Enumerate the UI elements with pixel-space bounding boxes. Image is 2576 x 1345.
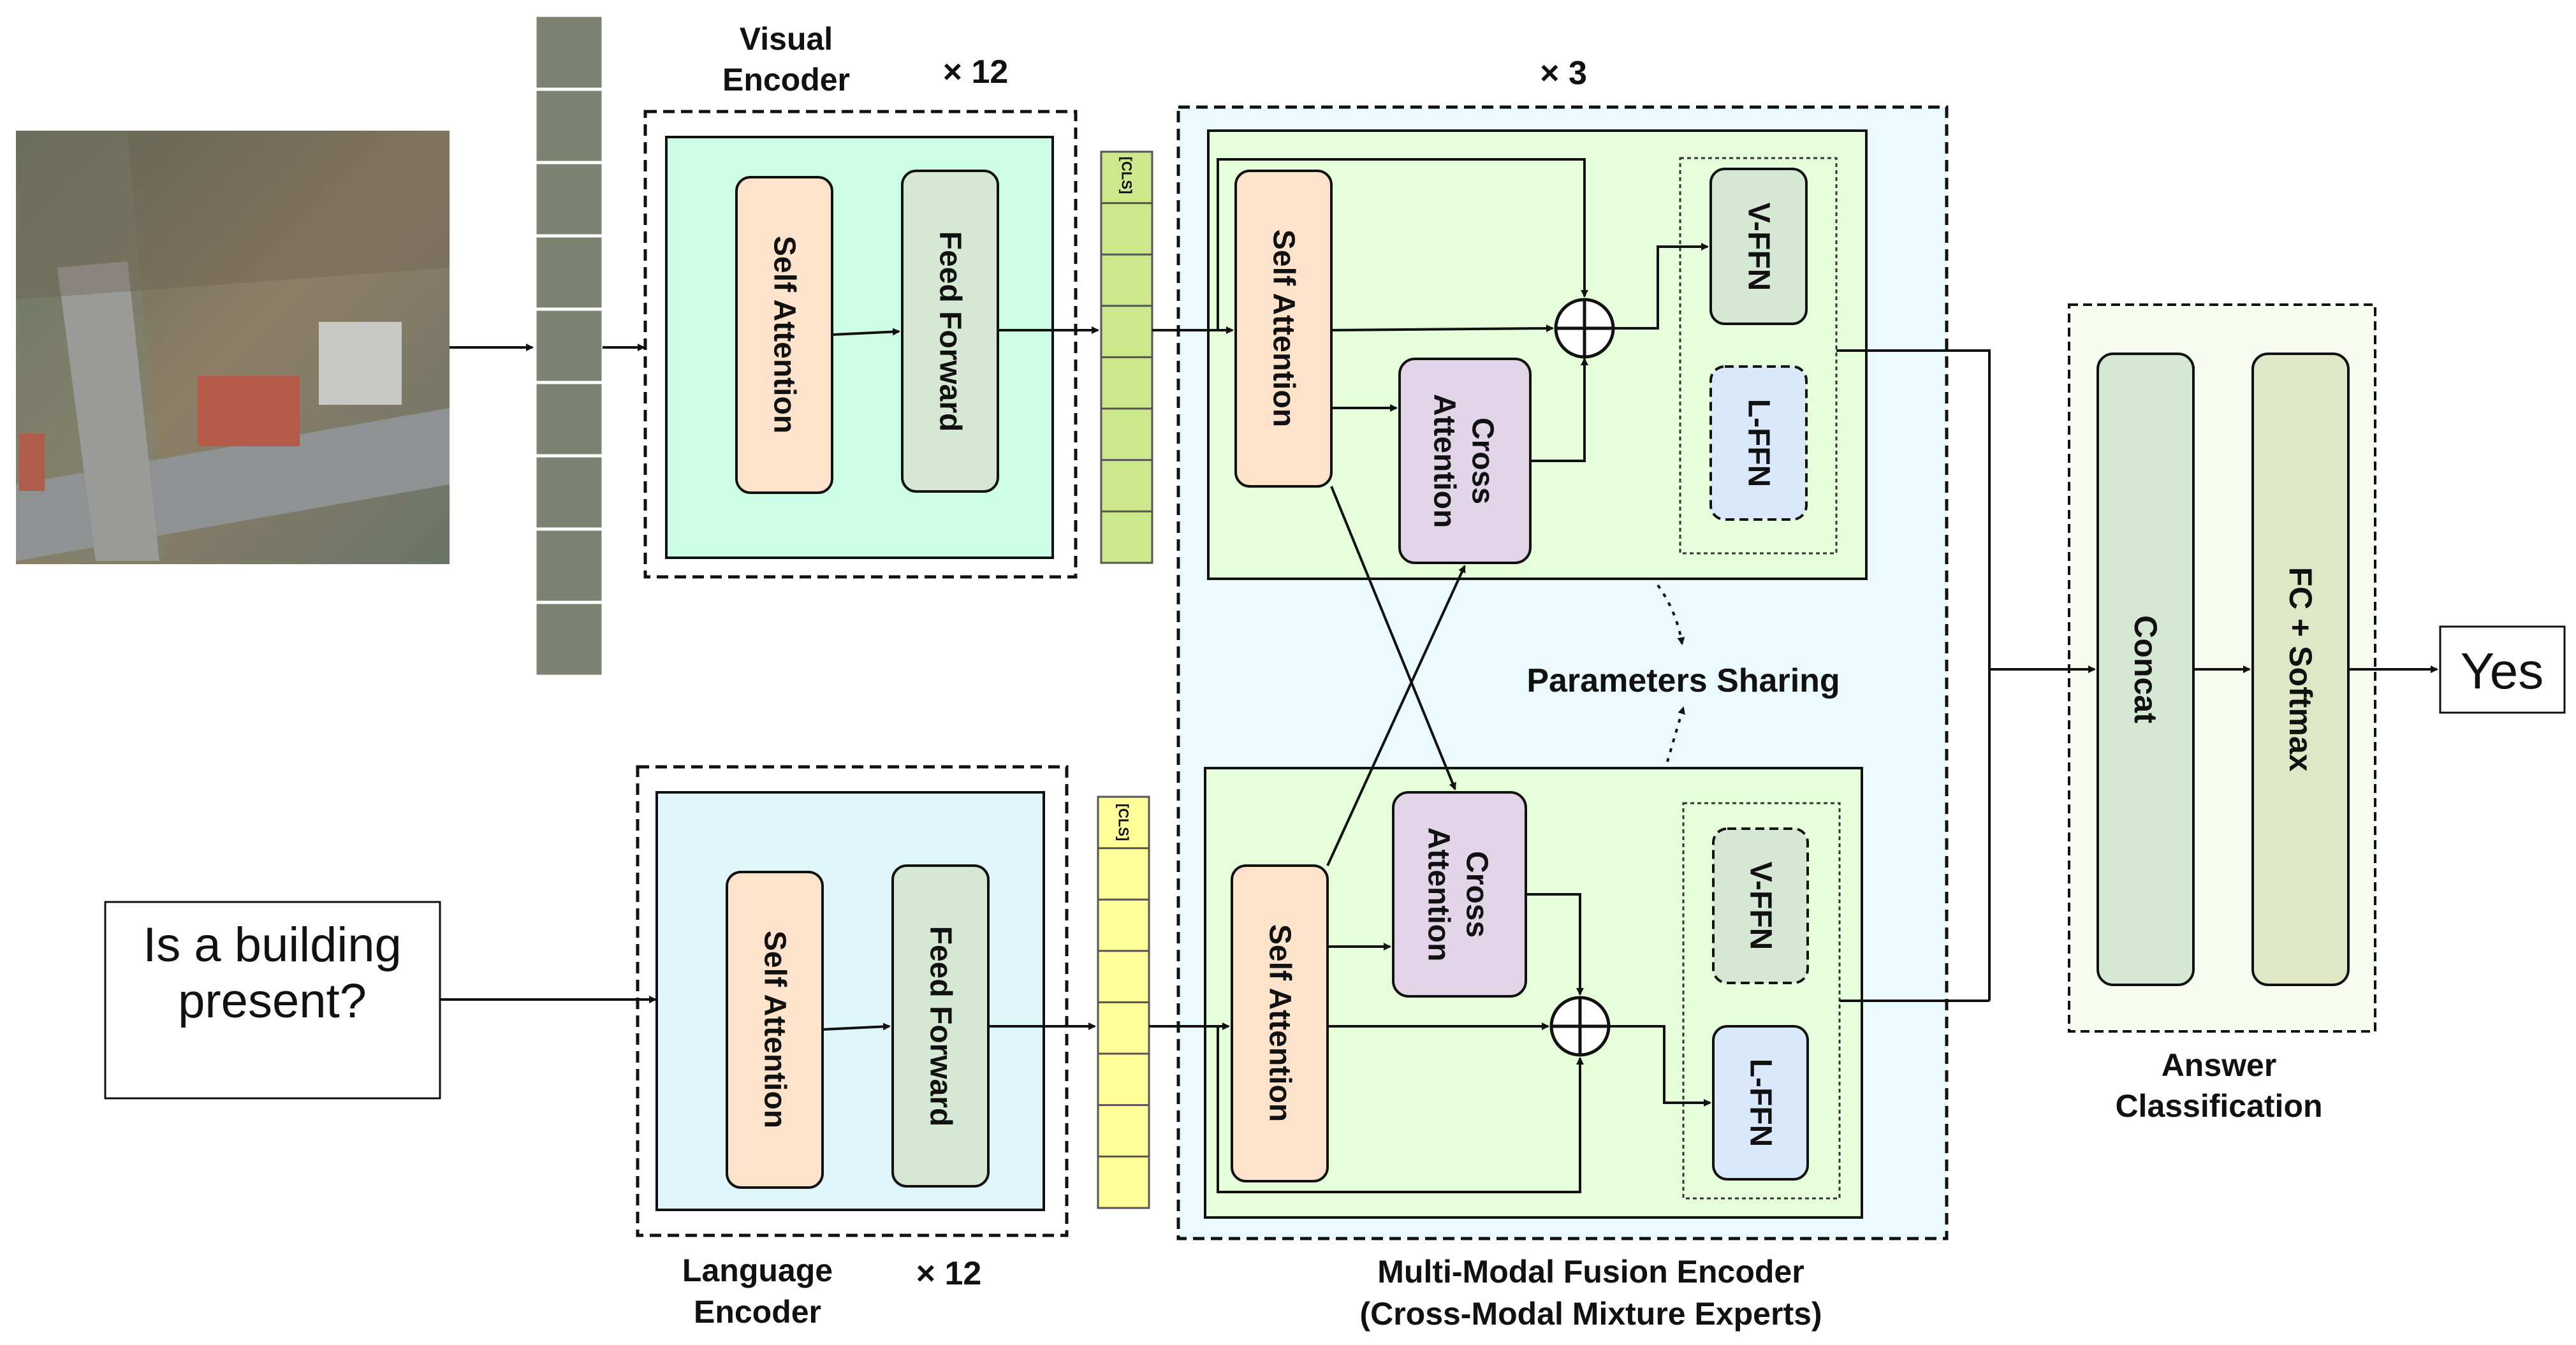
- arrow-top-sa-to-sum: [1331, 324, 1554, 333]
- l-ffn-bottom-block: [1712, 1025, 1809, 1181]
- language-encoder-frame: [636, 765, 1069, 1237]
- visual-self-attention-label: Self Attention: [768, 236, 801, 433]
- fc-softmax-label: FC + Softmax: [2283, 567, 2318, 772]
- cross-attention-bottom-label-2: Attention: [1422, 827, 1456, 962]
- language-token-column: [CLS]: [1097, 796, 1150, 1209]
- language-encoder-title-2: Encoder: [694, 1294, 821, 1330]
- sum-bottom-icon: [1549, 996, 1611, 1057]
- language-encoder-title: Language: [682, 1253, 833, 1288]
- fusion-self-attention-top-label: Self Attention: [1267, 229, 1301, 427]
- visual-encoder-frame: [643, 110, 1078, 579]
- image-patches: [534, 15, 604, 677]
- v-ffn-top-block: [1709, 168, 1808, 325]
- arrow-visual-sa-to-ff: [831, 328, 900, 336]
- fusion-self-attention-bottom-label: Self Attention: [1263, 924, 1297, 1122]
- fusion-title-2: (Cross-Modal Mixture Experts): [1359, 1296, 1822, 1332]
- experts-top-frame: [1679, 157, 1838, 555]
- visual-feed-forward-label: Feed Forward: [933, 231, 967, 432]
- v-ffn-bottom-block: [1712, 827, 1809, 984]
- arrow-top-skip-to-sum: [1217, 158, 1588, 330]
- visual-self-attention-block: [735, 176, 833, 494]
- concat-label: Concat: [2128, 615, 2163, 723]
- l-ffn-top-label: L-FFN: [1742, 399, 1776, 488]
- visual-encoder-times: × 12: [943, 54, 1009, 91]
- arrow-top-sa-to-bottom-cross: [1330, 486, 1456, 790]
- question-line-2: present?: [178, 974, 367, 1028]
- arrow-bottom-sum-to-lffn: [1609, 1025, 1711, 1107]
- visual-cls-token: [CLS]: [1119, 157, 1135, 194]
- cross-attention-top-label-1: Cross: [1466, 418, 1500, 504]
- language-self-attention-block: [726, 871, 824, 1189]
- fusion-self-attention-top-block: [1234, 170, 1333, 488]
- answer-text: Yes: [2461, 643, 2544, 699]
- l-ffn-bottom-label: L-FFN: [1744, 1059, 1778, 1147]
- l-ffn-top-block: [1709, 365, 1808, 521]
- cross-attention-top-block: [1398, 358, 1532, 564]
- arrow-language-sa-to-ff: [822, 1022, 891, 1031]
- visual-encoder-title: Visual: [740, 21, 833, 57]
- v-ffn-top-label: V-FFN: [1742, 203, 1776, 291]
- language-encoder-times: × 12: [916, 1255, 982, 1292]
- aerial-image: [16, 131, 450, 564]
- sum-top-icon: [1554, 298, 1615, 359]
- arrow-top-cross-to-sum: [1530, 358, 1588, 462]
- arrow-top-sum-to-vffn: [1613, 243, 1709, 330]
- cross-attention-bottom-block: [1392, 791, 1527, 998]
- arrow-bottom-skip-to-sum: [1217, 1026, 1584, 1193]
- language-feed-forward-label: Feed Forward: [924, 926, 958, 1127]
- visual-encoder-title-2: Encoder: [722, 62, 850, 98]
- visual-token-column: [CLS]: [1100, 150, 1153, 564]
- fusion-title-1: Multi-Modal Fusion Encoder: [1377, 1254, 1804, 1290]
- answer-classification-title-2: Classification: [2115, 1088, 2322, 1124]
- language-cls-token: [CLS]: [1116, 804, 1132, 841]
- v-ffn-bottom-label: V-FFN: [1744, 862, 1778, 950]
- answer-classification-title-1: Answer: [2162, 1047, 2277, 1083]
- question-line-1: Is a building: [143, 918, 402, 972]
- arrow-bottom-sa-to-top-cross: [1326, 565, 1466, 866]
- fusion-self-attention-bottom-block: [1231, 864, 1329, 1182]
- fusion-times: × 3: [1540, 55, 1587, 92]
- cross-attention-bottom-label-1: Cross: [1460, 851, 1494, 938]
- arrow-bottom-cross-to-sum: [1526, 893, 1584, 996]
- language-self-attention-label: Self Attention: [758, 931, 792, 1128]
- cross-attention-top-label-2: Attention: [1428, 394, 1461, 528]
- parameters-sharing-label: Parameters Sharing: [1526, 662, 1840, 699]
- arrow-parameters-sharing-top: [1657, 584, 1685, 645]
- line-top-layer-output: [1836, 349, 1991, 1001]
- question-box: [104, 901, 441, 1100]
- answer-box: [2439, 625, 2566, 714]
